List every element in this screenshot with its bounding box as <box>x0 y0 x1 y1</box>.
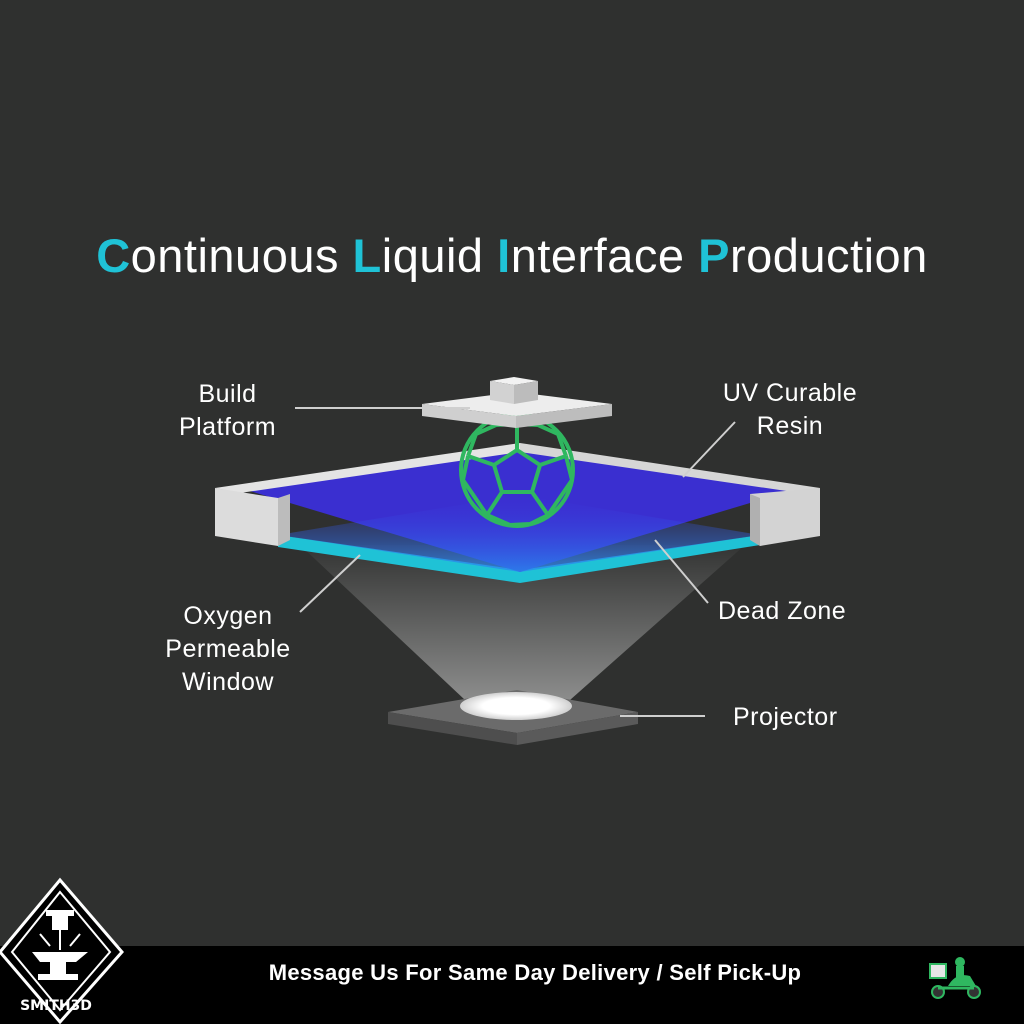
leader-dead-zone <box>654 539 709 604</box>
smith3d-logo <box>0 877 124 1024</box>
page-title: Continuous Liquid Interface Production <box>0 228 1024 283</box>
label-projector: Projector <box>733 703 838 731</box>
title-part-interface: Interface <box>497 229 699 282</box>
title-part-production: Production <box>698 229 928 282</box>
label-uv-resin: UV Curable Resin <box>722 379 858 440</box>
oxygen-window <box>278 535 760 583</box>
resin-pool <box>240 445 800 572</box>
projector-lens <box>460 692 572 720</box>
footer-bar <box>0 946 1024 1024</box>
leader-oxygen-window <box>299 554 361 613</box>
brand-name: SMITH3D <box>20 998 92 1014</box>
build-platform <box>422 377 612 428</box>
label-oxygen-window: Oxygen Permeable Window <box>165 602 291 696</box>
label-build-platform: Build Platform <box>178 380 277 441</box>
projector <box>388 690 638 745</box>
vat-walls <box>215 443 820 546</box>
label-dead-zone: Dead Zone <box>718 597 847 625</box>
footer-message: Message Us For Same Day Delivery / Self … <box>268 960 802 985</box>
anvil-icon <box>32 910 88 980</box>
title-part-liquid: Liquid <box>352 229 498 282</box>
title-part-continuous: Continuous <box>96 229 353 282</box>
light-beam <box>300 545 745 700</box>
leader-uv-resin <box>682 421 736 478</box>
delivery-scooter-icon <box>929 957 981 999</box>
